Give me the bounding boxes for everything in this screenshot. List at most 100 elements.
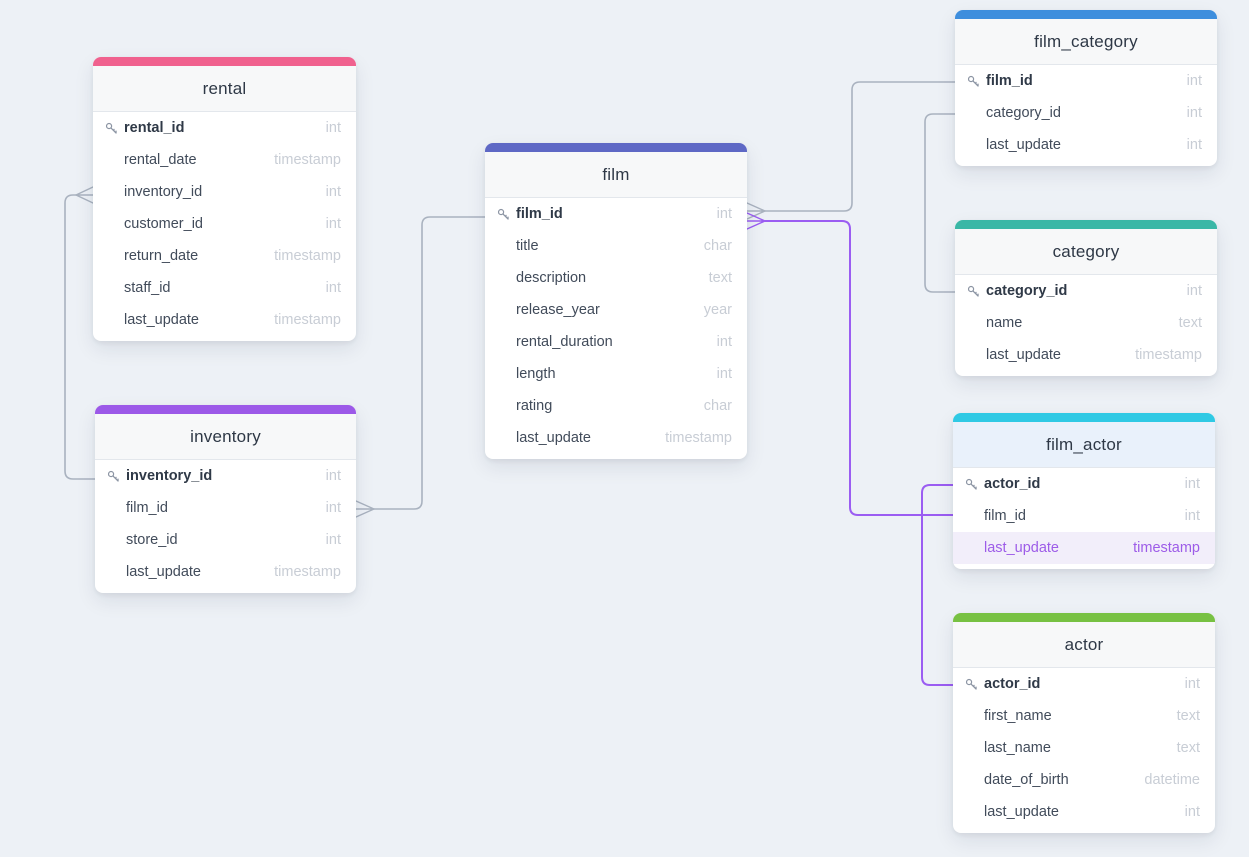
field-type: text	[1178, 315, 1202, 331]
field-row[interactable]: last_update timestamp	[95, 556, 356, 588]
field-row[interactable]: store_id int	[95, 524, 356, 556]
table-title[interactable]: actor	[953, 622, 1215, 668]
field-row[interactable]: rental_duration int	[485, 326, 747, 358]
field-row[interactable]: last_update timestamp	[485, 422, 747, 454]
table-film[interactable]: film film_id int title char description …	[485, 143, 747, 459]
relationship-film-filmcategory[interactable]	[764, 81, 957, 212]
field-name: category_id	[986, 105, 1061, 121]
field-type: int	[325, 468, 341, 484]
table-title[interactable]: film_actor	[953, 422, 1215, 468]
table-fields: category_id int name text last_update ti…	[955, 275, 1217, 376]
table-accent-bar	[955, 220, 1217, 229]
table-fields: inventory_id int film_id int store_id in…	[95, 460, 356, 593]
field-row[interactable]: last_update int	[955, 129, 1217, 161]
table-accent-bar	[95, 405, 356, 414]
field-name: name	[986, 315, 1023, 331]
field-row[interactable]: rating char	[485, 390, 747, 422]
field-type: timestamp	[274, 312, 341, 328]
table-title[interactable]: film_category	[955, 19, 1217, 65]
field-row[interactable]: return_date timestamp	[93, 240, 356, 272]
field-name: actor_id	[984, 476, 1041, 492]
field-row[interactable]: film_id int	[955, 65, 1217, 97]
field-name: first_name	[984, 708, 1052, 724]
field-name: title	[516, 238, 539, 254]
field-name: last_name	[984, 740, 1051, 756]
field-row[interactable]: rental_id int	[93, 112, 356, 144]
field-row[interactable]: staff_id int	[93, 272, 356, 304]
field-row[interactable]: category_id int	[955, 97, 1217, 129]
field-row[interactable]: last_update timestamp	[955, 339, 1217, 371]
field-type: int	[1186, 137, 1202, 153]
key-icon	[105, 122, 124, 135]
table-category[interactable]: category category_id int name text last_…	[955, 220, 1217, 376]
field-name: last_update	[516, 430, 591, 446]
field-row[interactable]: actor_id int	[953, 468, 1215, 500]
table-film-category[interactable]: film_category film_id int category_id in…	[955, 10, 1217, 166]
field-row[interactable]: first_name text	[953, 700, 1215, 732]
field-name: release_year	[516, 302, 600, 318]
table-title[interactable]: category	[955, 229, 1217, 275]
field-row[interactable]: inventory_id int	[93, 176, 356, 208]
field-row[interactable]: film_id int	[953, 500, 1215, 532]
crow-foot-film-gray	[746, 202, 766, 220]
table-accent-bar	[93, 57, 356, 66]
field-type: timestamp	[274, 564, 341, 580]
field-type: int	[325, 184, 341, 200]
field-row[interactable]: last_name text	[953, 732, 1215, 764]
field-row-highlighted[interactable]: last_update timestamp	[953, 532, 1215, 564]
field-row[interactable]: category_id int	[955, 275, 1217, 307]
relationship-filmcategory-category[interactable]	[924, 113, 957, 293]
field-row[interactable]: last_update int	[953, 796, 1215, 828]
table-film-actor[interactable]: film_actor actor_id int film_id int last…	[953, 413, 1215, 569]
field-row[interactable]: description text	[485, 262, 747, 294]
field-type: char	[703, 398, 732, 414]
table-inventory[interactable]: inventory inventory_id int film_id int s…	[95, 405, 356, 593]
field-name: inventory_id	[124, 184, 203, 200]
field-row[interactable]: film_id int	[485, 198, 747, 230]
field-row[interactable]: release_year year	[485, 294, 747, 326]
field-type: timestamp	[274, 152, 341, 168]
table-title[interactable]: film	[485, 152, 747, 198]
field-type: int	[1184, 676, 1200, 692]
table-actor[interactable]: actor actor_id int first_name text last_…	[953, 613, 1215, 833]
field-row[interactable]: title char	[485, 230, 747, 262]
relationship-rental-inventory[interactable]	[64, 194, 96, 480]
table-accent-bar	[485, 143, 747, 152]
key-icon	[965, 678, 984, 691]
field-row[interactable]: film_id int	[95, 492, 356, 524]
table-rental[interactable]: rental rental_id int rental_date timesta…	[93, 57, 356, 341]
table-accent-bar	[953, 413, 1215, 422]
field-name: store_id	[126, 532, 178, 548]
field-type: int	[325, 532, 341, 548]
field-name: film_id	[984, 508, 1026, 524]
field-type: int	[1186, 105, 1202, 121]
field-name: actor_id	[984, 676, 1041, 692]
field-row[interactable]: length int	[485, 358, 747, 390]
relationship-inventory-film[interactable]	[373, 216, 487, 510]
field-name: film_id	[516, 206, 563, 222]
field-name: last_update	[986, 137, 1061, 153]
field-type: int	[1184, 804, 1200, 820]
table-fields: actor_id int film_id int last_update tim…	[953, 468, 1215, 569]
field-type: int	[1186, 283, 1202, 299]
field-row[interactable]: rental_date timestamp	[93, 144, 356, 176]
key-icon	[967, 75, 986, 88]
field-type: datetime	[1144, 772, 1200, 788]
relationship-film-filmactor[interactable]	[764, 220, 955, 516]
table-fields: actor_id int first_name text last_name t…	[953, 668, 1215, 833]
field-type: timestamp	[665, 430, 732, 446]
field-row[interactable]: inventory_id int	[95, 460, 356, 492]
field-row[interactable]: actor_id int	[953, 668, 1215, 700]
field-row[interactable]: customer_id int	[93, 208, 356, 240]
field-row[interactable]: name text	[955, 307, 1217, 339]
table-title[interactable]: inventory	[95, 414, 356, 460]
table-fields: film_id int category_id int last_update …	[955, 65, 1217, 166]
field-row[interactable]: last_update timestamp	[93, 304, 356, 336]
field-type: int	[325, 120, 341, 136]
field-type: text	[1176, 708, 1200, 724]
field-row[interactable]: date_of_birth datetime	[953, 764, 1215, 796]
relationship-filmactor-actor[interactable]	[921, 484, 955, 686]
table-title[interactable]: rental	[93, 66, 356, 112]
